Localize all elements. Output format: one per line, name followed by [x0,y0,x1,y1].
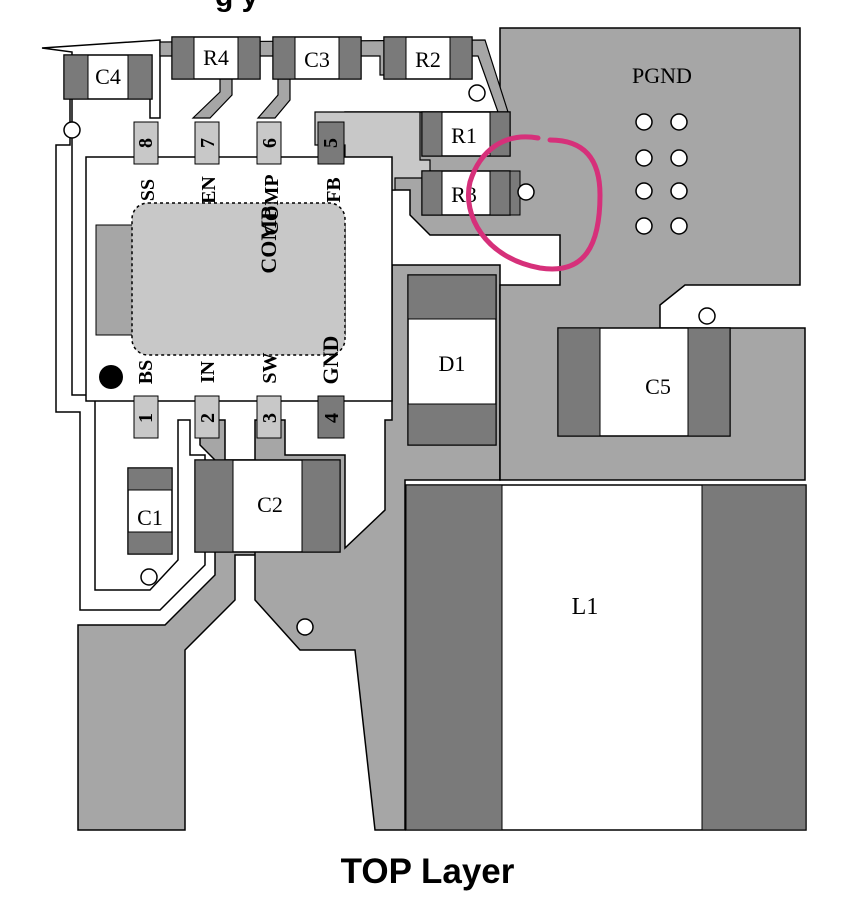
svg-text:D1: D1 [439,351,466,376]
bottom-pin-2: 2 IN [194,360,220,439]
svg-text:C2: C2 [257,492,283,517]
svg-text:IN: IN [197,360,219,383]
svg-text:6: 6 [259,138,281,148]
svg-text:COMP: COMP [261,174,283,235]
svg-text:C3: C3 [304,47,330,72]
header-fragment: g y [215,0,259,13]
layer-caption: TOP Layer [340,852,515,891]
capacitor-c2: C2 [194,459,341,553]
bottom-pin-1: 1 BS [133,360,159,439]
svg-text:SS: SS [137,179,159,201]
diode-d1: D1 [407,274,497,446]
ic-exposed-pad [131,202,346,356]
pin1-marker [99,365,123,389]
svg-text:R2: R2 [415,47,441,72]
bottom-pin-3: 3 SW [256,352,282,439]
capacitor-c4: C4 [63,54,153,100]
capacitor-c5: C5 [557,327,731,437]
top-pin-5: 5 FB [317,121,345,203]
svg-text:8: 8 [135,138,157,148]
top-pin-7: 7 EN [194,121,220,204]
vias [63,84,716,636]
svg-text:R4: R4 [203,45,229,70]
svg-text:GND: GND [318,336,343,385]
svg-text:C5: C5 [645,374,671,399]
top-pin-8: 8 SS [133,121,159,201]
svg-text:R1: R1 [451,123,477,148]
svg-text:4: 4 [321,413,343,423]
top-pin-6: 6 COMP [256,121,283,236]
pgnd-label: PGND [632,63,692,88]
svg-text:R3: R3 [451,182,477,207]
svg-text:L1: L1 [572,594,599,620]
svg-text:BS: BS [135,360,157,384]
highlight-circle [466,134,603,272]
svg-text:2: 2 [197,413,219,423]
svg-text:7: 7 [197,138,219,148]
svg-text:C4: C4 [95,64,121,89]
svg-text:EN: EN [198,176,220,204]
exposed-pad-label: COMP [256,206,281,273]
resistor-r1: R1 [421,111,511,157]
inductor-l1: L1 [405,484,807,831]
bottom-pin-4: 4 GND [317,336,345,439]
svg-text:C1: C1 [137,505,163,530]
svg-text:1: 1 [135,413,157,423]
svg-text:5: 5 [320,138,342,148]
resistor-r3: R3 [421,170,521,216]
capacitor-c1: C1 [127,467,173,555]
svg-text:SW: SW [259,352,281,383]
resistor-r4: R4 [171,36,261,80]
svg-text:3: 3 [259,413,281,423]
svg-text:FB: FB [323,177,345,203]
capacitor-c3: C3 [272,36,362,80]
resistor-r2: R2 [383,36,473,80]
